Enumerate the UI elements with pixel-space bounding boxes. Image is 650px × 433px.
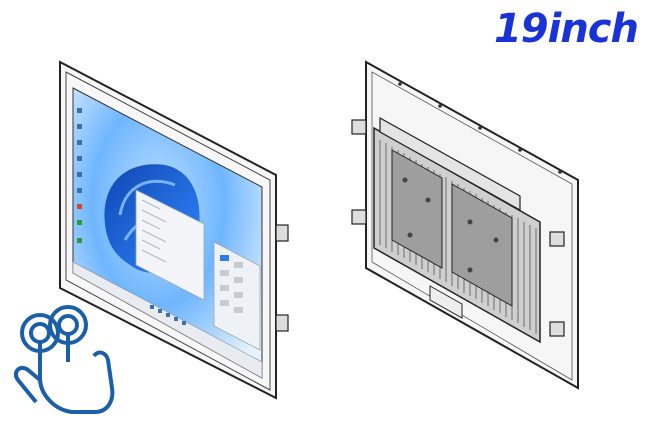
back-brackets bbox=[351, 119, 565, 337]
back-monitor bbox=[351, 60, 579, 390]
size-label: 19inch bbox=[493, 6, 639, 52]
quick-settings-tiles bbox=[220, 262, 243, 313]
frame-holes bbox=[398, 82, 562, 174]
front-brackets bbox=[275, 224, 289, 332]
taskbar-icons bbox=[150, 305, 186, 325]
connector-rail bbox=[379, 116, 521, 212]
heatsink-screws bbox=[402, 177, 499, 273]
front-monitor bbox=[59, 60, 289, 400]
start-menu-window bbox=[135, 189, 205, 301]
desktop-icons bbox=[77, 108, 82, 243]
start-menu-lines bbox=[141, 199, 167, 263]
two-finger-touch-icon bbox=[13, 305, 115, 414]
back-frame-inner bbox=[371, 71, 573, 381]
io-plate bbox=[429, 285, 463, 319]
taskbar bbox=[72, 261, 263, 379]
heatsink-block-right bbox=[451, 183, 513, 307]
front-bezel-inner bbox=[65, 71, 271, 391]
